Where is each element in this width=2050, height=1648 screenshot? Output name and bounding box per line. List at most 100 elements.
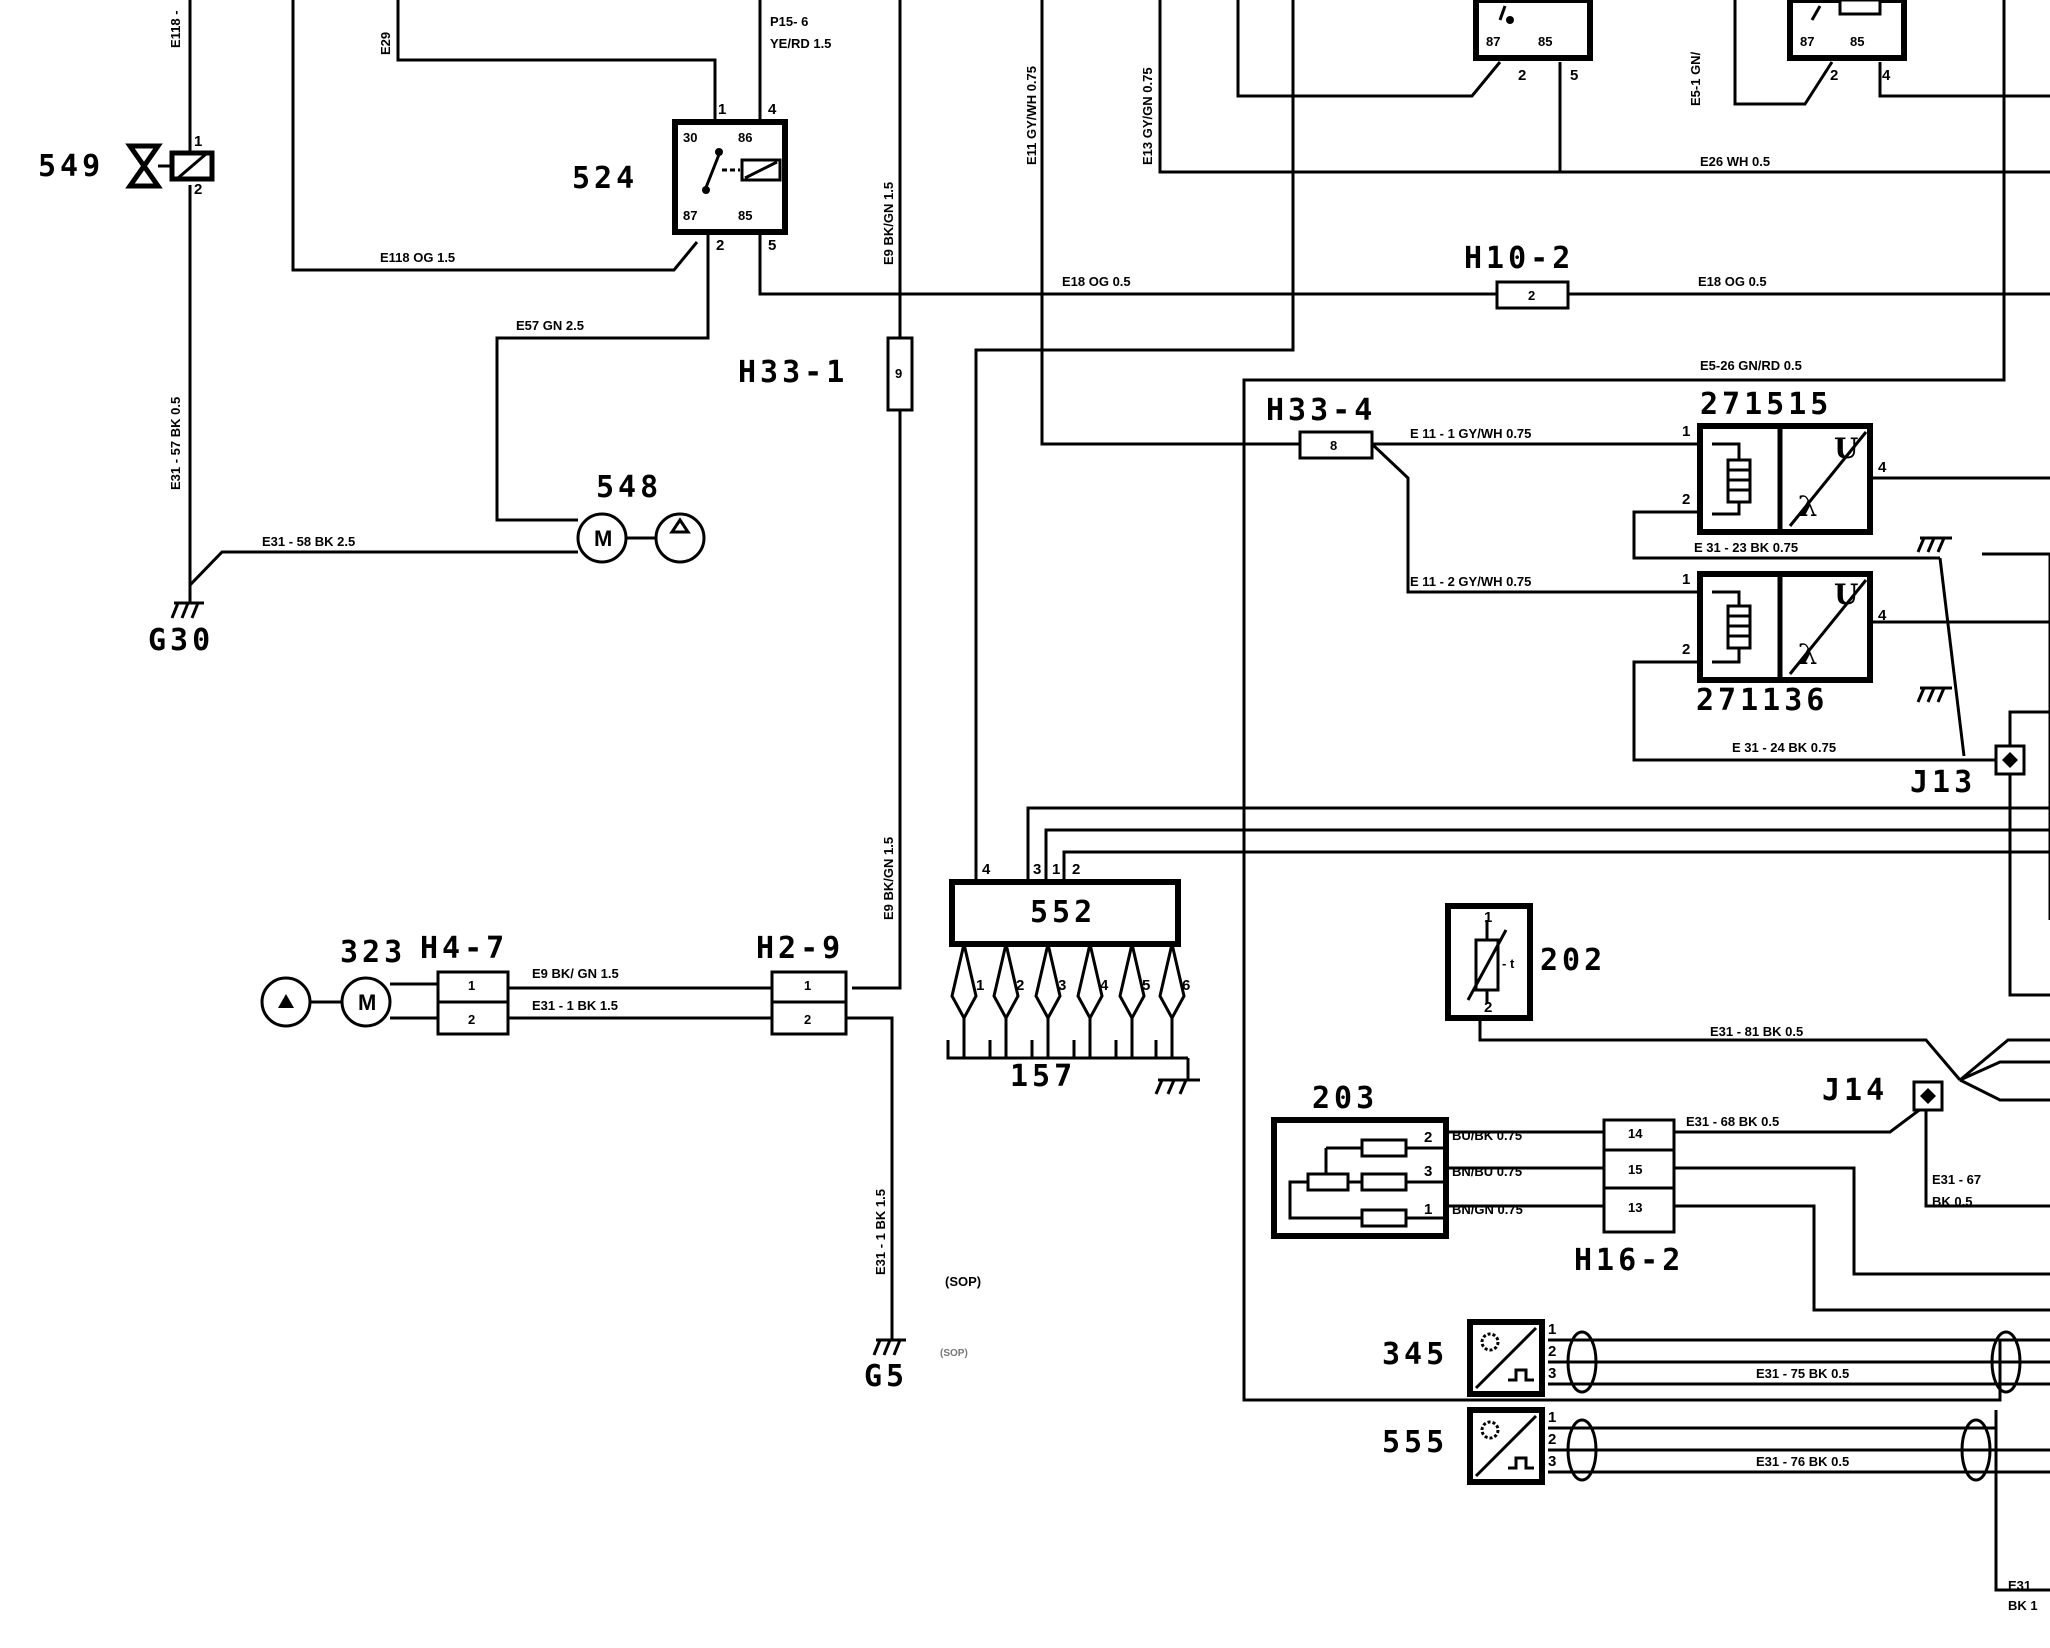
pin-r2-4: 4 — [1882, 67, 1891, 84]
pin-h16-15: 15 — [1628, 1162, 1642, 1177]
symbol-lambda-271515: λ — [1798, 490, 1818, 523]
lambda-sensor-271515 — [1697, 423, 1873, 535]
wire-label-e31-end-b: BK 1 — [2008, 1598, 2038, 1613]
wire-label-bn-gn: BN/GN 0.75 — [1452, 1202, 1523, 1217]
connector-h16-2 — [1602, 1118, 1676, 1234]
wire-e31-end — [1994, 1428, 2050, 1592]
wire-label-e9-v2: E9 BK/GN 1.5 — [881, 837, 896, 920]
pin-271515-4: 4 — [1878, 459, 1887, 476]
pin-524-87: 87 — [683, 208, 697, 223]
pin-524-30: 30 — [683, 130, 697, 145]
label-h10-2: H10-2 — [1464, 241, 1574, 276]
junction-j13 — [1994, 744, 2026, 776]
pin-203-2: 2 — [1424, 1129, 1432, 1146]
pin-r1-5: 5 — [1570, 67, 1578, 84]
connector-h4-7 — [436, 970, 510, 1036]
pin-r2-87: 87 — [1800, 34, 1814, 49]
wire-e31-1 — [846, 1016, 894, 1340]
symbol-u-271136: U — [1834, 578, 1858, 611]
pin-524-1: 1 — [718, 101, 726, 118]
wire-323-h47 — [390, 982, 438, 1020]
wire-j14-out — [1959, 1038, 2050, 1102]
pin-h33-1-9: 9 — [895, 366, 902, 381]
label-g5: G5 — [864, 1359, 908, 1394]
pin-h47-2: 2 — [468, 1012, 475, 1027]
wire-552-3 — [1026, 806, 2050, 882]
symbol-lambda-271136: λ — [1798, 638, 1818, 671]
label-h2-9: H2-9 — [756, 931, 844, 966]
temperature-sensor-202 — [1445, 903, 1533, 1021]
wire-e31-81 — [1478, 1018, 1962, 1081]
sensor-555 — [1467, 1407, 1992, 1485]
wire-label-e11-1: E 11 - 1 GY/WH 0.75 — [1410, 426, 1531, 441]
relay-524 — [672, 119, 788, 235]
wire-label-bu-bk: BU/BK 0.75 — [1452, 1128, 1522, 1143]
pin-552-4: 4 — [982, 861, 991, 878]
wire-label-p15-6: P15- 6 — [770, 14, 808, 29]
label-549: 549 — [38, 149, 104, 184]
label-157: 157 — [1010, 1059, 1076, 1094]
wire-label-e11: E11 GY/WH 0.75 — [1024, 66, 1039, 165]
pin-r1-2: 2 — [1518, 67, 1526, 84]
wire-label-e31-81: E31 - 81 BK 0.5 — [1710, 1024, 1803, 1039]
wire-e11 — [1040, 0, 1300, 446]
pin-157-2: 2 — [1016, 977, 1024, 994]
pin-555-2: 2 — [1548, 1431, 1556, 1448]
wire-label-e9-v1: E9 BK/GN 1.5 — [881, 182, 896, 265]
wire-label-e31-75: E31 - 75 BK 0.5 — [1756, 1366, 1849, 1381]
label-sop: (SOP) — [945, 1274, 981, 1289]
pin-157-6: 6 — [1182, 977, 1190, 994]
wire-label-e5-26: E5-26 GN/RD 0.5 — [1700, 358, 1802, 373]
label-203: 203 — [1312, 1081, 1378, 1116]
connector-h33-4 — [1298, 430, 1374, 460]
pin-h16-14: 14 — [1628, 1126, 1643, 1141]
wire-label-e31-57: E31 - 57 BK 0.5 — [168, 397, 183, 490]
wire-label-e5-1: E5-1 GN/ — [1688, 51, 1703, 106]
wire-label-e31-1-v: E31 - 1 BK 1.5 — [873, 1189, 888, 1275]
wire-label-e31-76: E31 - 76 BK 0.5 — [1756, 1454, 1849, 1469]
pin-345-3: 3 — [1548, 1365, 1556, 1382]
pin-524-5: 5 — [768, 237, 776, 254]
pin-524-4: 4 — [768, 101, 777, 118]
wire-h16-15 — [1674, 1166, 2050, 1276]
wire-label-e9-h: E9 BK/ GN 1.5 — [532, 966, 619, 981]
pin-157-4: 4 — [1100, 977, 1109, 994]
label-271136: 271136 — [1696, 683, 1828, 718]
pin-203-3: 3 — [1424, 1163, 1432, 1180]
wire-label-e31-68: E31 - 68 BK 0.5 — [1686, 1114, 1779, 1129]
symbol-u-271515: U — [1834, 432, 1858, 465]
wire-552-4 — [974, 0, 1295, 882]
wire-e9-v2 — [852, 410, 902, 990]
pin-271136-2: 2 — [1682, 641, 1690, 658]
pin-h47-1: 1 — [468, 978, 475, 993]
wire-345 — [1548, 1338, 2050, 1386]
label-j13: J13 — [1910, 765, 1976, 800]
svg-text:M: M — [594, 526, 612, 551]
wire-e31-24 — [1632, 660, 2010, 762]
pin-202-2: 2 — [1484, 999, 1492, 1016]
label-548: 548 — [596, 470, 662, 505]
wire-203-h16 — [1446, 1130, 1604, 1208]
label-552: 552 — [1030, 895, 1096, 930]
wire-j13-loop — [1982, 552, 2050, 920]
pin-202-1: 1 — [1484, 909, 1492, 926]
pump-323: M — [260, 976, 392, 1028]
wire-relay2-4 — [1878, 62, 2050, 98]
wire-lambda-out — [1870, 476, 2050, 624]
ground-271136 — [1916, 686, 1952, 703]
wire-label-e57: E57 GN 2.5 — [516, 318, 584, 333]
pin-r1-85: 85 — [1538, 34, 1552, 49]
junction-j14 — [1912, 1080, 1944, 1112]
pin-549-1: 1 — [194, 133, 202, 150]
label-524: 524 — [572, 161, 638, 196]
pin-h29-2: 2 — [804, 1012, 811, 1027]
pin-555-3: 3 — [1548, 1453, 1556, 1470]
symbol-t-202: - t — [1502, 956, 1515, 971]
pin-203-1: 1 — [1424, 1201, 1432, 1218]
circuit-lambda: 8 H33-4 U λ 1 2 4 271515 — [1266, 387, 2050, 997]
wire-552-1 — [1044, 828, 2050, 882]
label-345: 345 — [1382, 1337, 1448, 1372]
pin-157-3: 3 — [1058, 977, 1066, 994]
pin-h29-1: 1 — [804, 978, 811, 993]
wire-552-2 — [1062, 850, 2050, 882]
